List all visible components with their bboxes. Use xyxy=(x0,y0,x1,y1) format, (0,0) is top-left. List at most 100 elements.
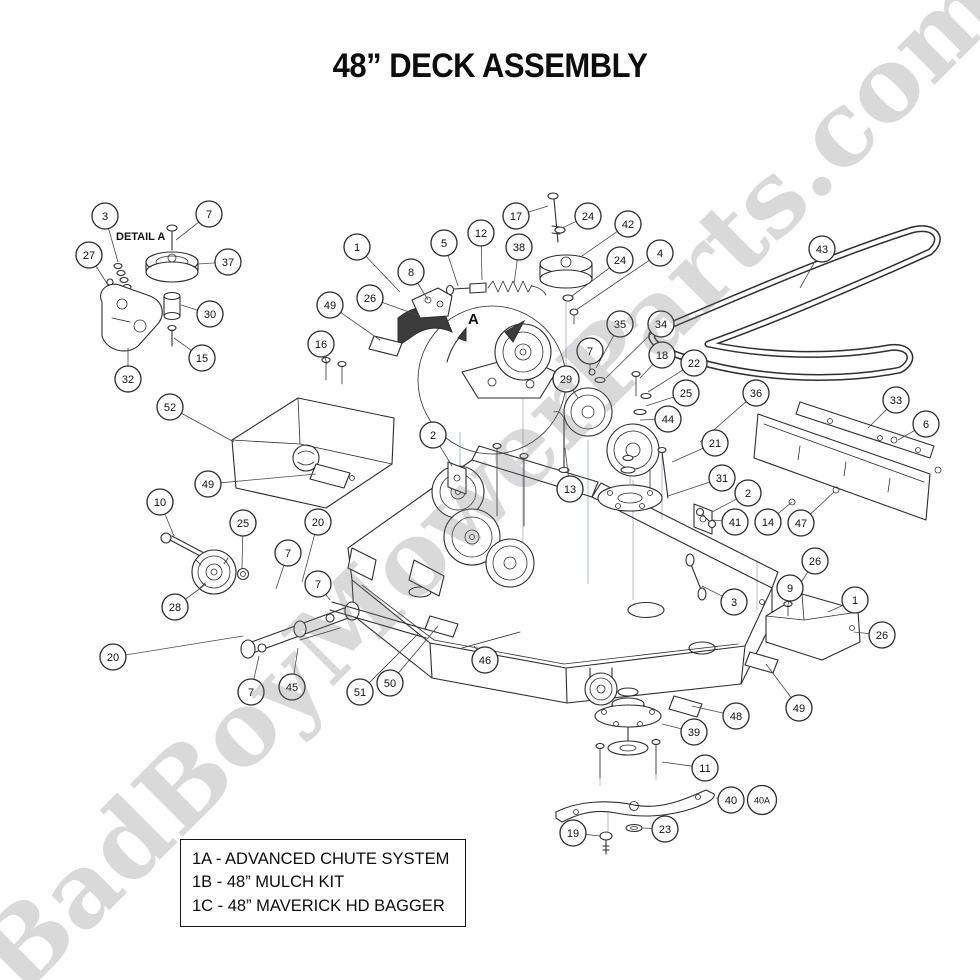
callout-24: 24 xyxy=(574,202,602,230)
svg-text:23: 23 xyxy=(659,824,671,836)
leader-line xyxy=(340,312,381,341)
svg-text:36: 36 xyxy=(750,388,762,400)
deck-brackets-rods xyxy=(347,411,717,649)
svg-text:49: 49 xyxy=(793,703,805,715)
callout-7: 7 xyxy=(237,678,265,706)
callout-49: 49 xyxy=(785,694,813,722)
leader-line xyxy=(575,259,650,311)
svg-text:43: 43 xyxy=(816,244,828,256)
round-spindle-plate xyxy=(597,454,663,512)
view-a-label: A xyxy=(468,311,479,328)
callout-38: 38 xyxy=(505,233,533,261)
svg-text:31: 31 xyxy=(716,473,728,485)
callout-10: 10 xyxy=(146,488,174,516)
leader-line xyxy=(564,447,569,477)
leader-line xyxy=(293,647,299,675)
callout-48: 48 xyxy=(722,702,750,730)
callout-40: 40 xyxy=(717,786,745,814)
callout-49: 49 xyxy=(194,470,222,498)
callout-13: 13 xyxy=(556,475,584,503)
leader-line xyxy=(513,259,518,285)
svg-text:28: 28 xyxy=(169,602,181,614)
svg-text:17: 17 xyxy=(510,211,522,223)
leader-line xyxy=(173,337,192,351)
idler-pulleys xyxy=(461,254,660,477)
callout-27: 27 xyxy=(75,241,103,269)
callout-19: 19 xyxy=(559,819,587,847)
svg-text:37: 37 xyxy=(222,257,234,269)
svg-text:2: 2 xyxy=(430,430,436,442)
callout-31: 31 xyxy=(708,464,736,492)
leader-line xyxy=(777,501,793,514)
deck-shell xyxy=(347,445,779,704)
callout-45: 45 xyxy=(278,673,306,701)
callout-17: 17 xyxy=(502,202,530,230)
leader-line xyxy=(701,585,723,597)
detail-a-parts xyxy=(100,224,199,352)
leader-line xyxy=(95,265,109,286)
callout-39: 39 xyxy=(680,718,708,746)
leader-line xyxy=(324,356,328,365)
callout-1: 1 xyxy=(841,586,869,614)
svg-text:20: 20 xyxy=(312,517,324,529)
callout-9: 9 xyxy=(776,574,804,602)
callout-29: 29 xyxy=(552,365,580,393)
svg-text:16: 16 xyxy=(315,339,327,351)
svg-text:7: 7 xyxy=(248,687,254,699)
svg-text:3: 3 xyxy=(731,597,737,609)
callout-37: 37 xyxy=(214,248,242,276)
leader-line xyxy=(398,625,439,674)
leader-line xyxy=(241,535,244,569)
leader-line xyxy=(197,262,216,265)
leader-line xyxy=(164,513,175,537)
view-a-arrow xyxy=(446,319,526,363)
legend-item: 1B - 48” MULCH KIT xyxy=(192,873,345,892)
leader-line xyxy=(473,645,478,651)
leader-line xyxy=(897,430,915,441)
leader-line xyxy=(671,447,704,463)
svg-text:7: 7 xyxy=(206,209,212,221)
svg-text:15: 15 xyxy=(196,353,208,365)
leader-line xyxy=(581,231,618,257)
leader-line xyxy=(810,491,835,515)
leader-line xyxy=(765,663,792,698)
svg-text:24: 24 xyxy=(582,211,594,223)
leader-line xyxy=(382,302,421,317)
decals xyxy=(309,335,779,718)
svg-text:46: 46 xyxy=(479,655,491,667)
svg-text:32: 32 xyxy=(122,374,134,386)
leader-line xyxy=(571,267,610,297)
svg-text:26: 26 xyxy=(809,556,821,568)
leader-line xyxy=(667,481,710,497)
svg-text:5: 5 xyxy=(441,238,447,250)
leader-line xyxy=(439,445,453,467)
svg-text:7: 7 xyxy=(587,346,593,358)
svg-text:40A: 40A xyxy=(754,795,770,805)
badboy-logo xyxy=(292,444,320,472)
callout-3: 3 xyxy=(720,588,748,616)
callout-1: 1 xyxy=(343,233,371,261)
deck-spindle-pulleys xyxy=(431,465,535,588)
callout-33: 33 xyxy=(882,386,910,414)
blade-hardware xyxy=(599,823,643,855)
callout-25: 25 xyxy=(229,509,257,537)
svg-text:4: 4 xyxy=(657,248,663,260)
leader-line xyxy=(605,332,653,379)
callout-7: 7 xyxy=(576,337,604,365)
callout-18: 18 xyxy=(648,341,676,369)
svg-text:40: 40 xyxy=(725,795,737,807)
leader-line xyxy=(365,256,401,293)
svg-text:12: 12 xyxy=(475,228,487,240)
svg-text:27: 27 xyxy=(83,250,95,262)
svg-text:38: 38 xyxy=(513,242,525,254)
callout-7: 7 xyxy=(274,539,302,567)
small-hardware xyxy=(321,287,652,527)
svg-text:22: 22 xyxy=(688,358,700,370)
svg-text:47: 47 xyxy=(795,518,807,530)
leader-line xyxy=(125,635,244,656)
callout-28: 28 xyxy=(161,593,189,621)
leader-line xyxy=(180,304,198,311)
leader-line xyxy=(301,534,316,583)
callout-2: 2 xyxy=(419,421,447,449)
